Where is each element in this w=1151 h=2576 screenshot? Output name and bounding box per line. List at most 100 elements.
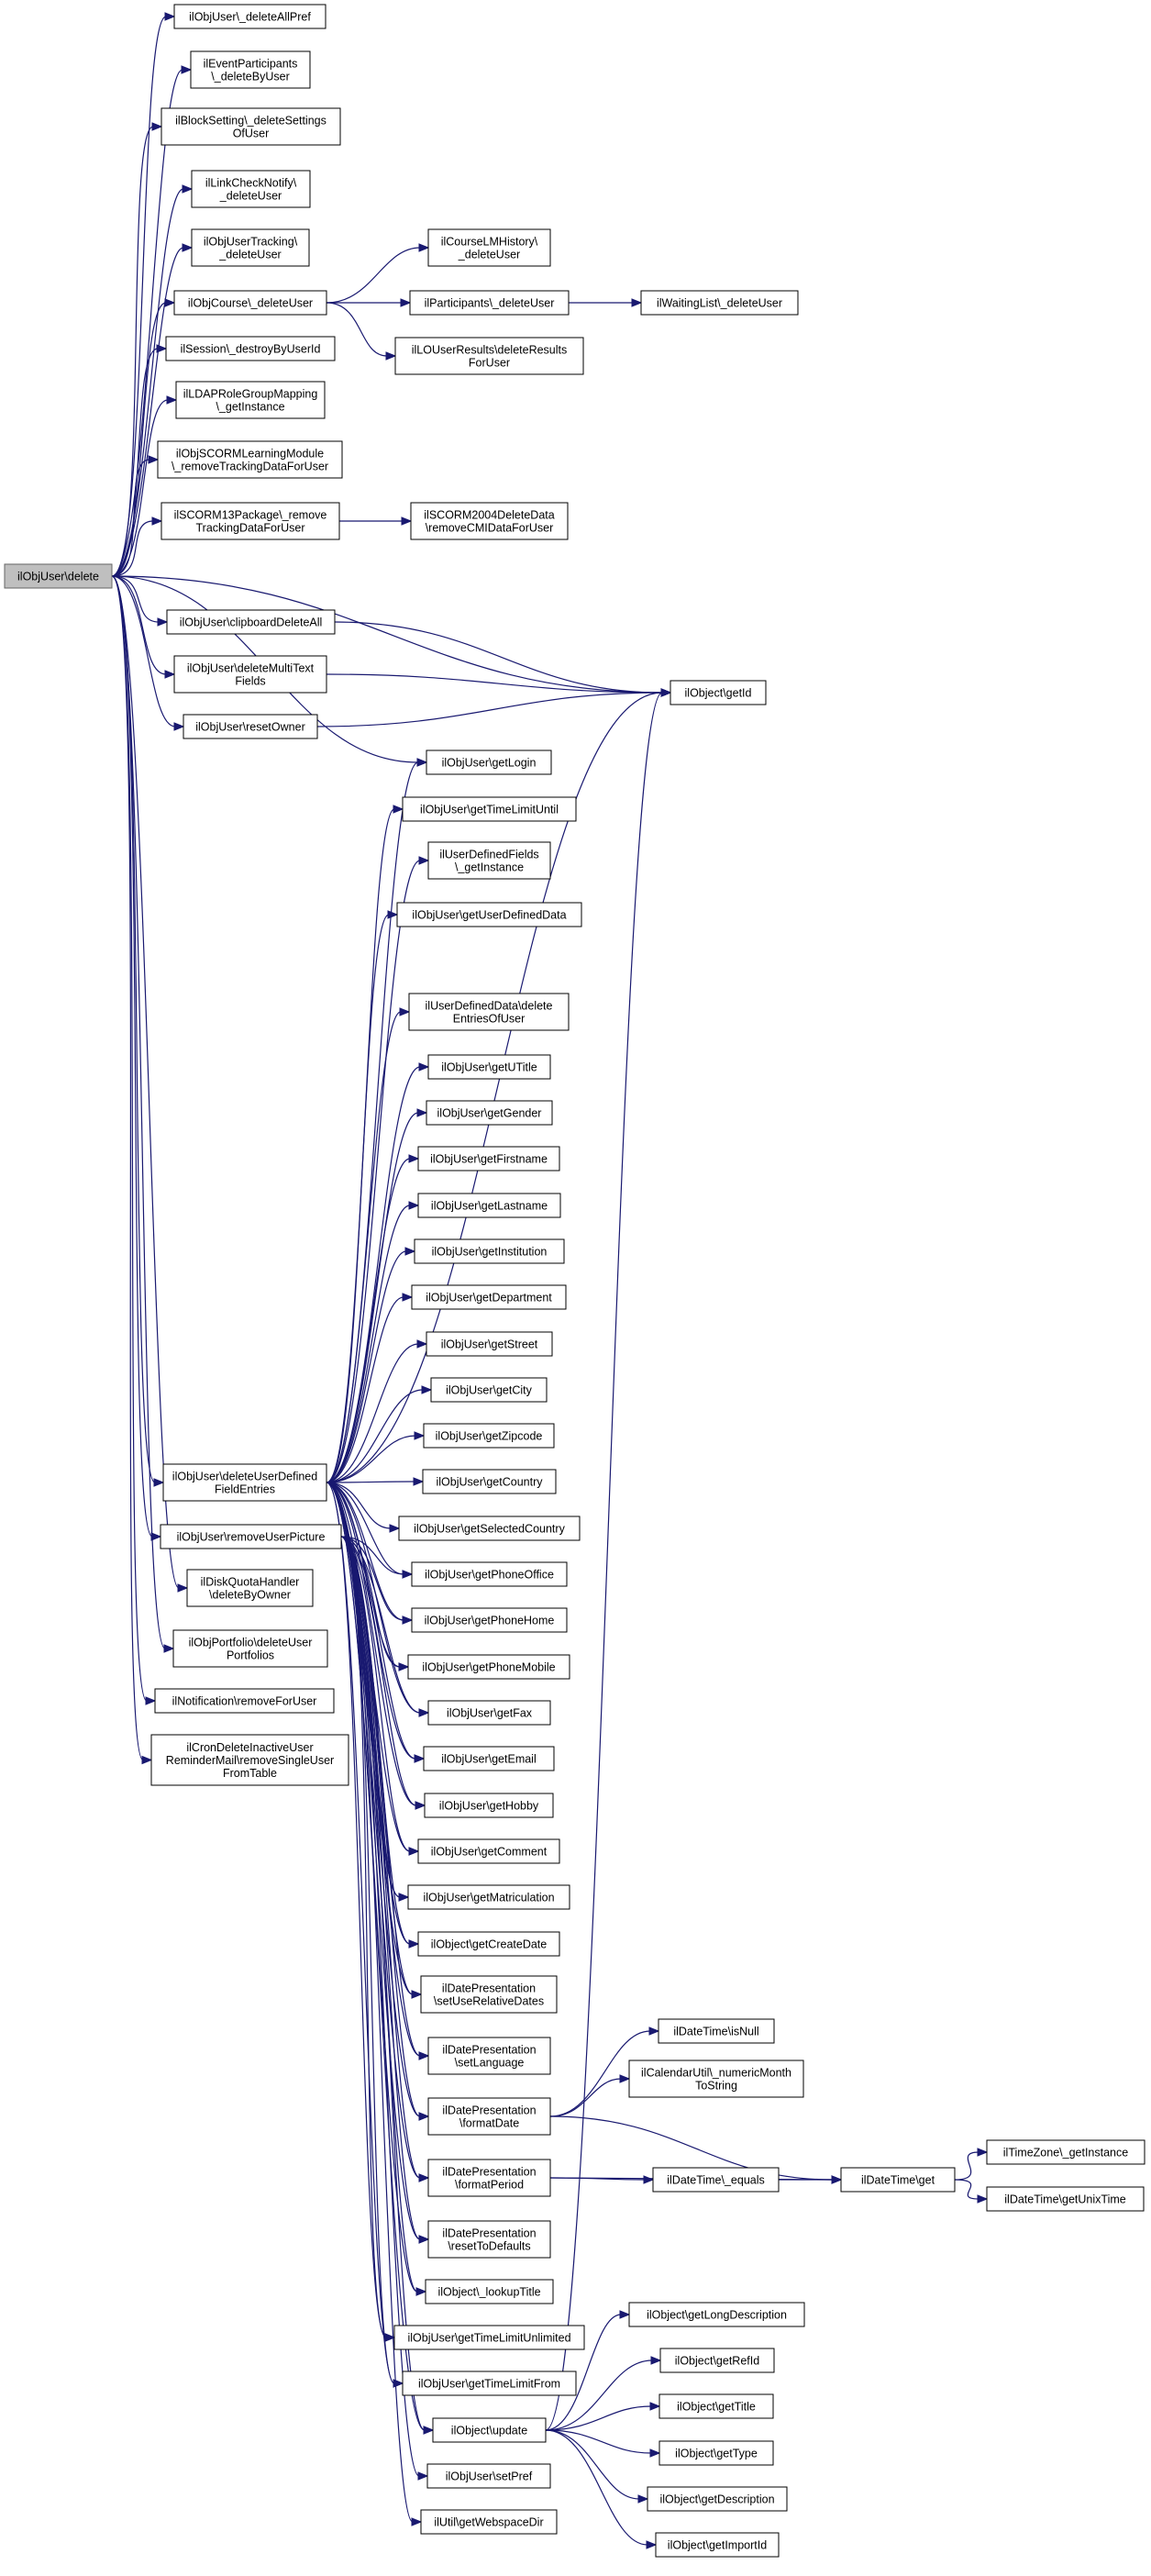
node-getEmail[interactable]: ilObjUser\getEmail xyxy=(423,1746,555,1771)
node-getUserDefinedData[interactable]: ilObjUser\getUserDefinedData xyxy=(396,902,582,927)
node-courseLMHistory[interactable]: ilCourseLMHistory\_deleteUser xyxy=(427,228,551,267)
node-objectGetId[interactable]: ilObject\getId xyxy=(670,680,767,705)
node-scorm13Package[interactable]: ilSCORM13Package\_removeTrackingDataForU… xyxy=(160,502,340,540)
node-getFirstname[interactable]: ilObjUser\getFirstname xyxy=(417,1146,560,1171)
node-cronDeleteInactive[interactable]: ilCronDeleteInactiveUserReminderMail\rem… xyxy=(150,1734,349,1786)
node-dateTimeIsNull[interactable]: ilDateTime\isNull xyxy=(658,2018,775,2044)
node-scormLearningModule[interactable]: ilObjSCORMLearningModule\_removeTracking… xyxy=(157,440,343,479)
node-getPhoneHome[interactable]: ilObjUser\getPhoneHome xyxy=(411,1607,568,1633)
edge-root-to-eventParticipants xyxy=(111,69,183,577)
node-box xyxy=(402,2371,577,2396)
node-getWebspaceDir[interactable]: ilUtil\getWebspaceDir xyxy=(420,2509,558,2535)
node-label: FromTable xyxy=(223,1767,277,1780)
node-getInstitution[interactable]: ilObjUser\getInstitution xyxy=(414,1238,565,1264)
node-sessionDestroy[interactable]: ilSession\_destroyByUserId xyxy=(165,336,336,361)
node-userDefinedFields[interactable]: ilUserDefinedFields\_getInstance xyxy=(427,841,551,880)
node-getLastname[interactable]: ilObjUser\getLastname xyxy=(417,1193,561,1218)
node-resetOwner[interactable]: ilObjUser\resetOwner xyxy=(183,714,318,739)
node-notificationRemove[interactable]: ilNotification\removeForUser xyxy=(154,1688,335,1714)
node-getTimeLimitUnlimited[interactable]: ilObjUser\getTimeLimitUnlimited xyxy=(393,2325,585,2350)
node-getImportId[interactable]: ilObject\getImportId xyxy=(655,2532,780,2558)
node-getPhoneOffice[interactable]: ilObjUser\getPhoneOffice xyxy=(411,1561,568,1587)
node-label: ilObjUser\getLastname xyxy=(431,1200,548,1213)
node-lookupTitle[interactable]: ilObject\_lookupTitle xyxy=(425,2279,554,2304)
node-ldapRoleGroup[interactable]: ilLDAPRoleGroupMapping\_getInstance xyxy=(175,381,326,419)
node-resetToDefaults[interactable]: ilDatePresentation\resetToDefaults xyxy=(427,2220,551,2259)
node-label: ilObjUser\clipboardDeleteAll xyxy=(180,616,323,629)
node-deleteAllPref[interactable]: ilObjUser\_deleteAllPref xyxy=(173,4,326,29)
node-getTimeLimitUntil[interactable]: ilObjUser\getTimeLimitUntil xyxy=(402,796,577,822)
node-eventParticipants[interactable]: ilEventParticipants\_deleteByUser xyxy=(190,50,311,89)
node-objectUpdate[interactable]: ilObject\update xyxy=(432,2417,547,2443)
node-clipboardDeleteAll[interactable]: ilObjUser\clipboardDeleteAll xyxy=(166,609,336,635)
node-getZipcode[interactable]: ilObjUser\getZipcode xyxy=(423,1423,555,1449)
node-dateTimeGetUnixTime[interactable]: ilDateTime\getUnixTime xyxy=(986,2186,1145,2212)
node-root[interactable]: ilObjUser\delete xyxy=(4,563,113,589)
arrowhead-removeUserPicture-to-getPhoneOffice xyxy=(402,1570,414,1579)
node-timeZoneGetInstance[interactable]: ilTimeZone\_getInstance xyxy=(986,2139,1145,2165)
node-diskQuota[interactable]: ilDiskQuotaHandler\deleteByOwner xyxy=(186,1569,314,1607)
arrowhead-objectUpdate-to-getType xyxy=(649,2448,661,2458)
node-label: ilObjPortfolio\deleteUser xyxy=(189,1637,313,1649)
arrowhead-root-to-scorm13Package xyxy=(151,516,163,526)
node-participantsDeleteUser[interactable]: ilParticipants\_deleteUser xyxy=(409,290,570,316)
node-dateTimeGet[interactable]: ilDateTime\get xyxy=(840,2167,956,2193)
node-removeUserPicture[interactable]: ilObjUser\removeUserPicture xyxy=(160,1524,342,1549)
node-getCountry[interactable]: ilObjUser\getCountry xyxy=(422,1469,557,1494)
arrowhead-formatDate-to-calendarNumericMonth xyxy=(619,2074,631,2083)
node-scorm2004DeleteData[interactable]: ilSCORM2004DeleteData\removeCMIDataForUs… xyxy=(410,502,569,540)
node-getCity[interactable]: ilObjUser\getCity xyxy=(430,1377,548,1403)
node-formatPeriod[interactable]: ilDatePresentation\formatPeriod xyxy=(427,2159,551,2197)
edge-deleteUserDefinedFieldEntries-to-getLogin xyxy=(326,761,419,1483)
node-getFax[interactable]: ilObjUser\getFax xyxy=(427,1700,551,1726)
arrowhead-root-to-eventParticipants xyxy=(181,65,193,74)
node-getSelectedCountry[interactable]: ilObjUser\getSelectedCountry xyxy=(398,1516,581,1541)
node-getTimeLimitFrom[interactable]: ilObjUser\getTimeLimitFrom xyxy=(402,2371,577,2396)
node-linkCheckNotify[interactable]: ilLinkCheckNotify\_deleteUser xyxy=(191,170,311,208)
node-label: ilObjUser\getGender xyxy=(437,1107,542,1120)
node-getComment[interactable]: ilObjUser\getComment xyxy=(417,1838,560,1864)
node-getLogin[interactable]: ilObjUser\getLogin xyxy=(426,749,552,775)
node-getGender[interactable]: ilObjUser\getGender xyxy=(426,1100,553,1126)
node-setPref[interactable]: ilObjUser\setPref xyxy=(426,2463,551,2489)
node-objUserTracking[interactable]: ilObjUserTracking\_deleteUser xyxy=(191,228,310,267)
node-box xyxy=(427,841,551,880)
edge-deleteUserDefinedFieldEntries-to-formatPeriod xyxy=(326,1482,421,2179)
node-formatDate[interactable]: ilDatePresentation\formatDate xyxy=(427,2097,551,2136)
node-box xyxy=(154,1688,335,1714)
node-setUseRelativeDates[interactable]: ilDatePresentation\setUseRelativeDates xyxy=(420,1975,558,2014)
node-getRefId[interactable]: ilObject\getRefId xyxy=(659,2348,775,2373)
node-setLanguage[interactable]: ilDatePresentation\setLanguage xyxy=(427,2037,551,2075)
node-objCourseDeleteUser[interactable]: ilObjCourse\_deleteUser xyxy=(173,290,327,316)
node-getStreet[interactable]: ilObjUser\getStreet xyxy=(426,1331,553,1357)
arrowhead-deleteUserDefinedFieldEntries-to-getLogin xyxy=(416,758,428,767)
node-getUTitle[interactable]: ilObjUser\getUTitle xyxy=(427,1054,551,1080)
node-getDescription[interactable]: ilObject\getDescription xyxy=(647,2486,788,2512)
node-getCreateDate[interactable]: ilObject\getCreateDate xyxy=(417,1931,560,1957)
node-box xyxy=(628,2060,804,2098)
node-getType[interactable]: ilObject\getType xyxy=(659,2440,774,2466)
node-label: ilEventParticipants xyxy=(204,58,298,71)
node-label: ilObjUser\getUserDefinedData xyxy=(412,909,566,922)
node-getMatriculation[interactable]: ilObjUser\getMatriculation xyxy=(407,1884,570,1910)
node-label: ilObjUser\getFirstname xyxy=(430,1153,548,1166)
node-getLongDescription[interactable]: ilObject\getLongDescription xyxy=(628,2302,805,2327)
edge-deleteUserDefinedFieldEntries-to-getLastname xyxy=(326,1205,411,1483)
node-box xyxy=(172,1629,328,1668)
node-dateTimeEquals[interactable]: ilDateTime\_equals xyxy=(652,2167,780,2193)
arrowhead-dateTimeEquals-to-dateTimeGet xyxy=(831,2175,843,2184)
node-waitingListDeleteUser[interactable]: ilWaitingList\_deleteUser xyxy=(640,290,799,316)
node-getHobby[interactable]: ilObjUser\getHobby xyxy=(424,1793,554,1818)
node-box xyxy=(407,1654,570,1680)
node-getTitle[interactable]: ilObject\getTitle xyxy=(659,2393,774,2419)
node-getDepartment[interactable]: ilObjUser\getDepartment xyxy=(411,1284,567,1310)
node-getPhoneMobile[interactable]: ilObjUser\getPhoneMobile xyxy=(407,1654,570,1680)
node-box xyxy=(986,2186,1145,2212)
